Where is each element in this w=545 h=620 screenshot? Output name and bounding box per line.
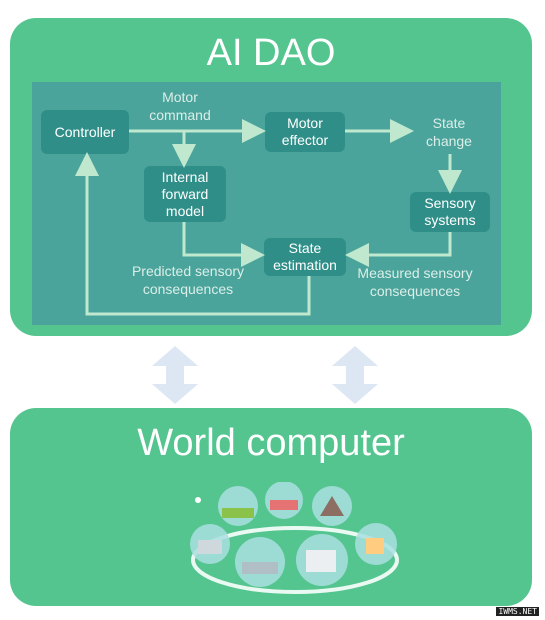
- right-double-arrow-icon: [332, 346, 378, 404]
- internal-forward-model-node: Internal forward model: [144, 166, 226, 222]
- left-double-arrow-icon: [152, 346, 198, 404]
- state-change-label: State change: [426, 115, 472, 149]
- control-diagram: Controller Motor effector Internal forwa…: [32, 82, 501, 325]
- bubble-1: [218, 486, 258, 526]
- world-computer-panel: World computer: [10, 408, 532, 606]
- bubble-6: [296, 534, 348, 586]
- model-to-estimation-arrow: [182, 222, 265, 267]
- state-estimation-node: State estimation: [264, 238, 346, 276]
- bubble-7: [355, 523, 397, 565]
- sensory-to-estimation-arrow: [345, 232, 452, 267]
- watermark-logo: IWMS.NET: [496, 607, 539, 616]
- measured-consequences-label: Measured sensory consequences: [357, 265, 473, 299]
- bubble-5: [235, 537, 285, 587]
- bubble-2: [265, 482, 303, 519]
- world-bubbles-illustration: [190, 482, 399, 594]
- controller-node: Controller: [41, 110, 129, 154]
- motor-command-label: Motor command: [149, 89, 211, 123]
- predicted-consequences-label: Predicted sensory consequences: [131, 263, 245, 297]
- diagram-arrows: [75, 119, 462, 316]
- bubble-4: [190, 524, 230, 564]
- sensory-systems-node: Sensory systems: [410, 192, 490, 232]
- ai-dao-title: AI DAO: [206, 32, 336, 74]
- estimation-to-controller-arrow: [75, 152, 311, 316]
- world-computer-title: World computer: [137, 422, 405, 464]
- bubble-3: [312, 486, 352, 526]
- motor-effector-node: Motor effector: [265, 112, 345, 152]
